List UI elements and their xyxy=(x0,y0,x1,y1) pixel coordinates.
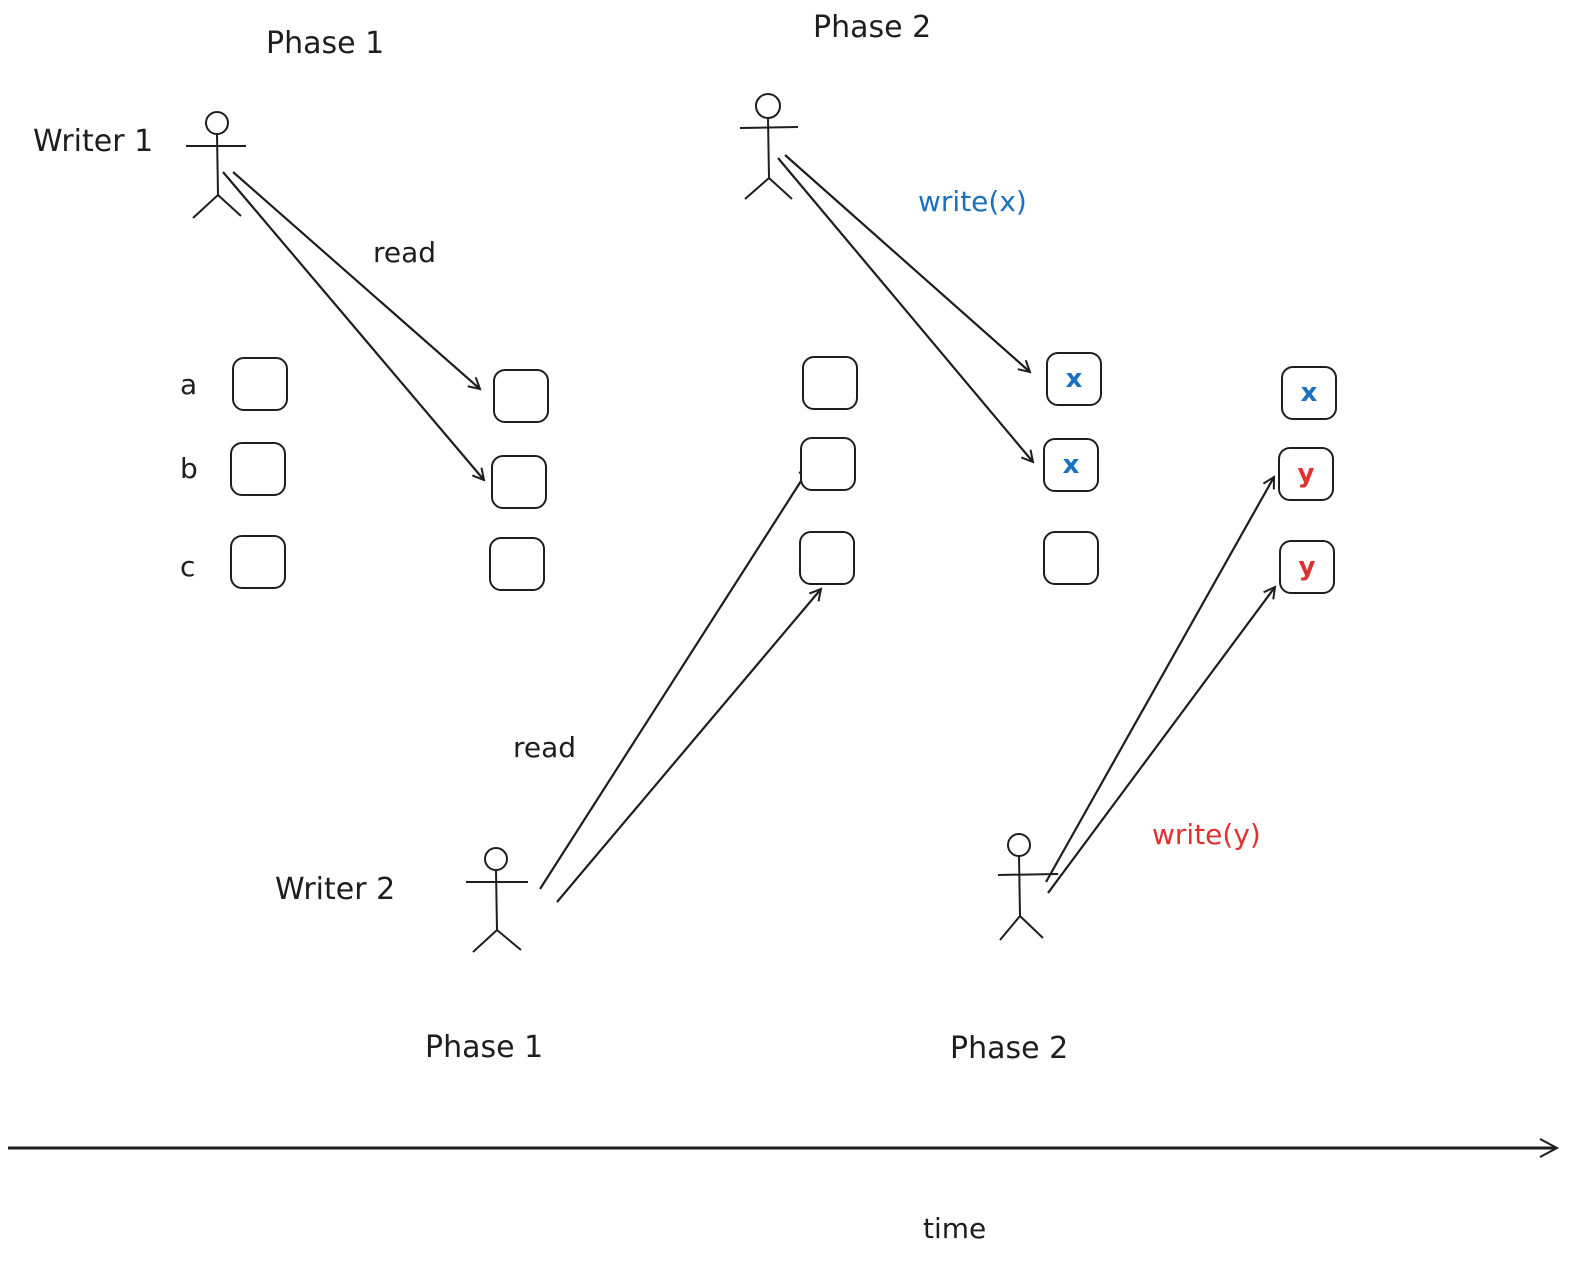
row-label-b: b xyxy=(180,452,198,485)
read-label-bottom: read xyxy=(513,731,577,764)
phase1-title-bottom: Phase 1 xyxy=(425,1030,544,1065)
arrow-w1-read-a xyxy=(232,171,480,389)
cell-w1p2-c xyxy=(1043,531,1099,585)
arrow-w2-read-b xyxy=(539,467,810,890)
cell-initial-c xyxy=(230,535,286,589)
write-x-label: write(x) xyxy=(918,185,1027,218)
time-axis xyxy=(8,1138,1560,1158)
time-label: time xyxy=(923,1212,987,1245)
cell-w2p1-a xyxy=(802,356,858,410)
arrow-w2-write-b xyxy=(1045,477,1274,883)
row-label-a: a xyxy=(180,368,198,401)
arrows xyxy=(222,154,1275,903)
write-y-label: write(y) xyxy=(1152,818,1261,851)
cell-initial-b xyxy=(230,442,286,496)
writer1-label: Writer 1 xyxy=(33,124,154,159)
row-label-c: c xyxy=(180,550,196,583)
arrow-w2-write-c xyxy=(1047,587,1275,894)
read-label-top: read xyxy=(373,236,437,269)
cell-w1p2-b: x xyxy=(1043,438,1099,492)
arrow-w1-write-a xyxy=(784,154,1030,372)
arrow-w2-read-c xyxy=(556,589,821,903)
cell-w2p2-c: y xyxy=(1279,540,1335,594)
phase1-title-top: Phase 1 xyxy=(266,26,385,61)
cell-w1p1-b xyxy=(491,455,547,509)
cell-w1p1-a xyxy=(493,369,549,423)
writer2-phase2-figure-icon xyxy=(997,833,1059,941)
writer2-label: Writer 2 xyxy=(275,872,396,907)
cell-initial-a xyxy=(232,357,288,411)
writer1-phase1-figure-icon xyxy=(186,111,246,219)
cell-w2p1-b xyxy=(800,437,856,491)
writer1-phase2-figure-icon xyxy=(739,93,799,200)
writer2-phase1-figure-icon xyxy=(466,847,528,953)
arrow-w1-read-b xyxy=(222,171,484,480)
cell-w2p1-c xyxy=(799,531,855,585)
cell-w1p2-a: x xyxy=(1046,352,1102,406)
phase2-title-bottom: Phase 2 xyxy=(950,1031,1069,1066)
arrow-w1-write-b xyxy=(777,157,1033,462)
phase2-title-top: Phase 2 xyxy=(813,10,932,45)
cell-w2p2-b: y xyxy=(1278,447,1334,501)
cell-w1p1-c xyxy=(489,537,545,591)
cell-w2p2-a: x xyxy=(1281,366,1337,420)
